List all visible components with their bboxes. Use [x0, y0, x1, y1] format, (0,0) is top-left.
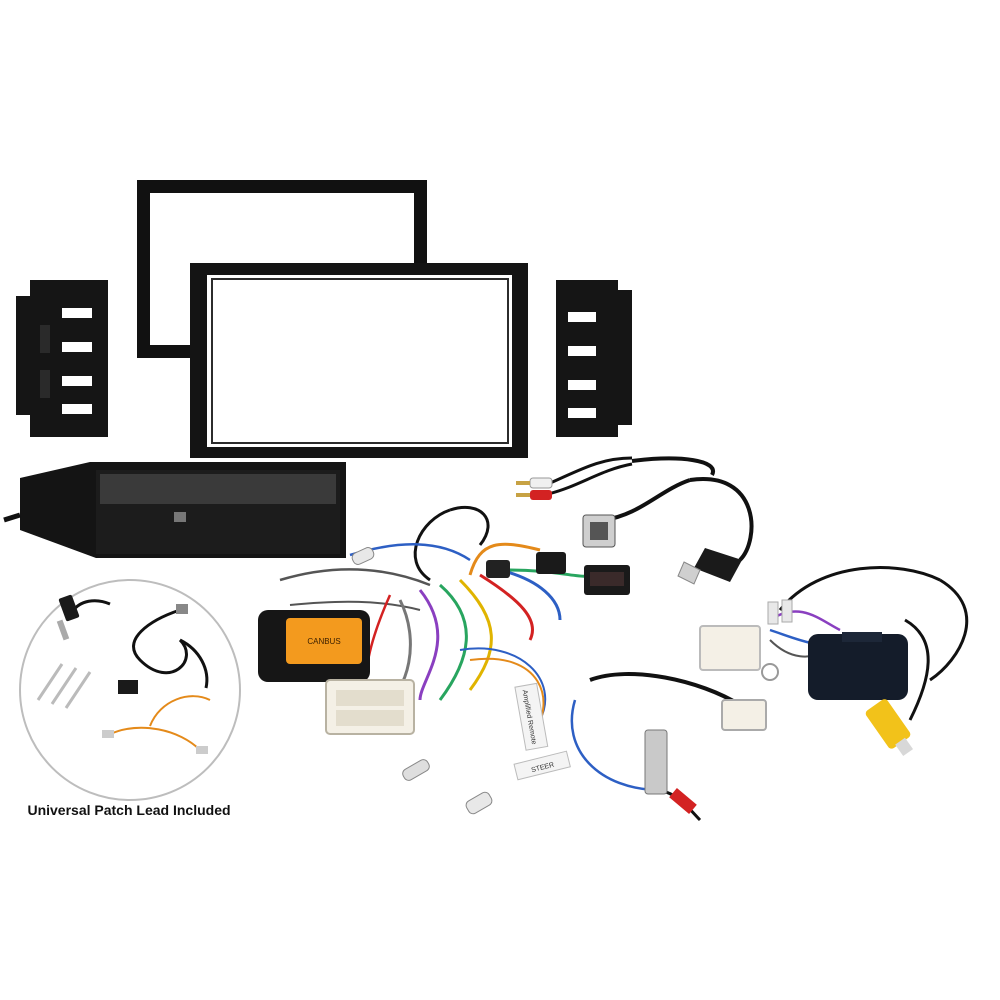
- amplified-remote-tag: Amplified Remote: [514, 682, 549, 751]
- fascia-frame-front: [190, 263, 528, 458]
- mounting-bracket-right: [556, 280, 632, 437]
- patch-lead-inset: [19, 579, 241, 801]
- usb-lead: [582, 477, 754, 585]
- interface-module: CANBUS: [258, 610, 370, 682]
- steer-tag: STEER: [513, 750, 571, 781]
- mounting-bracket-left: [16, 280, 108, 437]
- rca-audio-leads: [516, 456, 715, 500]
- storage-pocket: [3, 462, 346, 558]
- patch-lead-caption: Universal Patch Lead Included: [27, 802, 231, 818]
- vehicle-connector-white: [325, 679, 415, 735]
- module-label-text: CANBUS: [307, 637, 340, 646]
- reverse-camera-interface: [699, 566, 969, 757]
- antenna-adaptor: [570, 672, 767, 822]
- steering-interface-harness: CANBUS Amplified Remote STEER: [258, 505, 630, 815]
